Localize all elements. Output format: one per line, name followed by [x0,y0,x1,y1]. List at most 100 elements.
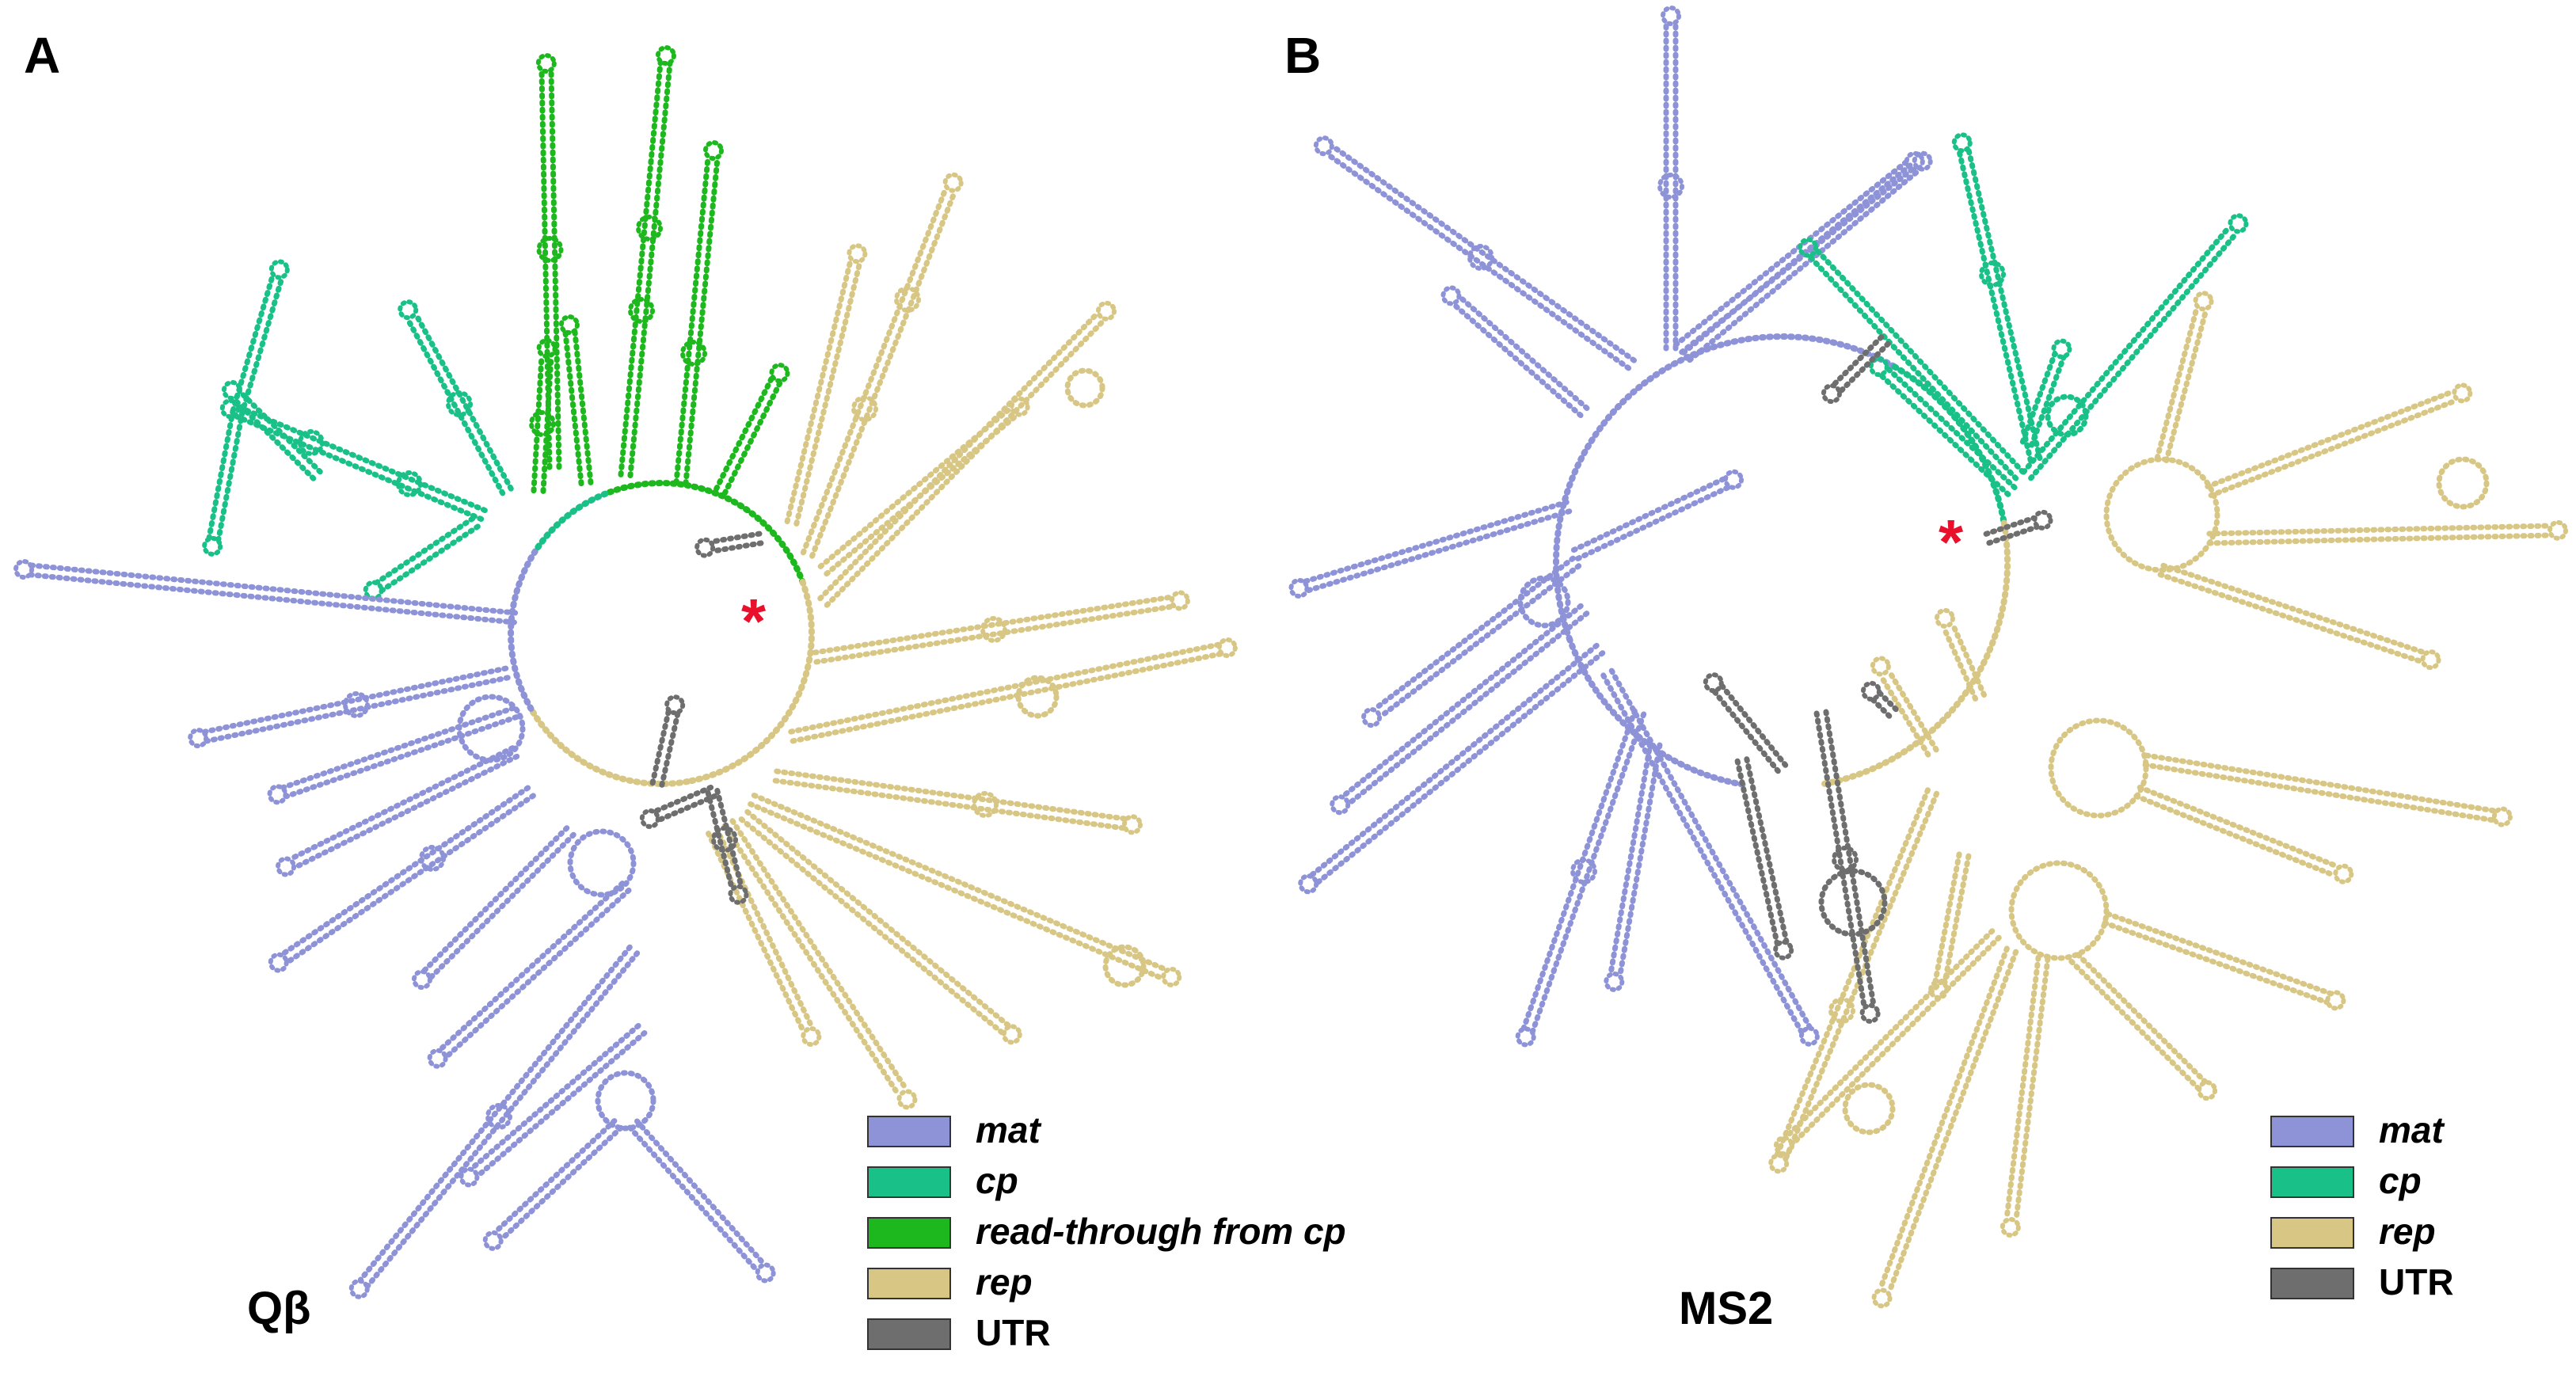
mat-internal-loop [1517,575,1571,629]
legend-label-rep: rep [976,1261,1033,1303]
stem-loop [639,784,717,829]
stem-loop [13,559,519,626]
legend-label-cp: cp [976,1160,1018,1201]
rep-internal-loop-2 [1015,675,1060,719]
legend-item-utr: UTR [867,1312,1051,1353]
rep-side-loop [2436,456,2490,510]
mat-internal-loop [456,694,526,763]
stem-loop [221,379,323,481]
stem-loop [1860,680,1899,719]
stem-loop [817,300,1117,608]
stem-loop [2205,382,2473,499]
stem-loop [2000,954,2051,1238]
legend-swatch-utr [867,1318,951,1350]
rep-multiloop-3 [2008,860,2110,961]
stem-loop [1868,356,2018,497]
stem-loop [558,314,594,487]
legend-item-readthrough: read-through from cp [867,1211,1346,1252]
stem-loop [2142,752,2513,827]
stem-loop [1870,656,1939,758]
stem-loop [1871,945,2019,1309]
mat-internal-loop-3 [595,1070,656,1131]
stem-loop [2154,291,2214,464]
stem-loop [411,825,576,991]
central-ring-cp [1891,363,2007,527]
legend-swatch-mat [867,1116,951,1147]
stem-loop [627,1118,776,1284]
stem-loop [1821,334,1891,405]
stem-loop [219,398,488,523]
central-ring-rep [1817,519,2011,788]
stem-loop [459,1022,648,1188]
stem-loop [2020,213,2249,481]
stem-loop [276,745,520,877]
stem-loop [268,785,536,973]
stem-loop [398,299,514,496]
legend-item-mat: mat [867,1109,1041,1151]
legend-label-mat: mat [976,1109,1041,1151]
stem-loop [1298,642,1606,895]
stem-loop [2102,911,2346,1011]
stem-loop [1734,756,1794,960]
stem-loop [1813,709,1881,1024]
panel-a-start-marker: * [741,586,767,656]
stem-loop [2133,784,2354,884]
legend-item-rep: rep [867,1261,1033,1303]
stem-loop [1440,285,1590,419]
legend-swatch-mat [2270,1116,2354,1147]
cp-internal-loop [2045,394,2089,438]
stem-loop [1330,603,1590,816]
panel-a-virus-name: Qβ [247,1283,311,1334]
legend-swatch-rep [2270,1217,2354,1249]
central-ring-mat [508,544,542,712]
legend-swatch-utr [2270,1268,2354,1299]
stem-loop [1798,237,2026,481]
stem-loop [649,694,686,788]
legend-item-cp: cp [867,1160,1018,1201]
central-ring-cp [535,489,613,550]
stem-loop [427,880,632,1069]
stem-loop [1934,607,1987,702]
rep-internal-loop [1842,1082,1896,1135]
stem-loop [482,1118,624,1251]
stem-loop [1951,132,2043,463]
stem-loop [1657,6,1684,352]
stem-loop [784,243,868,527]
stem-loop [2206,519,2568,546]
stem-loop [1768,787,1940,1174]
legend-label-utr: UTR [2379,1261,2454,1303]
panel-b-virus-name: MS2 [1679,1283,1773,1334]
utr-internal-loop [1818,868,1888,938]
stem-loop [363,515,481,601]
stem-loop [812,590,1190,665]
legend-item-rep: rep [2270,1211,2436,1252]
stem-loop [713,363,790,496]
stem-loop [1361,555,1582,728]
stem-loop [2068,952,2218,1101]
legend-label-readthrough: read-through from cp [976,1211,1346,1252]
stem-loop [230,259,290,416]
legend-label-utr: UTR [976,1312,1051,1353]
rep-internal-loop-3 [1102,944,1147,988]
rep-multiloop-2 [2048,717,2149,819]
stem-loop [1313,135,1637,371]
stem-loop [788,637,1238,744]
legend-swatch-cp [2270,1166,2354,1198]
central-ring-mat [1553,333,1898,643]
legend-item-utr: UTR [2270,1261,2454,1303]
stem-loop [721,818,918,1110]
stem-loop [772,768,1143,835]
legend-item-cp: cp [2270,1160,2422,1201]
legend-swatch-rep [867,1268,951,1299]
stem-loop [705,788,749,905]
stem-loop [800,172,964,559]
stem-loop [1928,851,1972,1000]
stem-loop [1515,708,1647,1048]
mat-internal-loop-2 [567,828,637,898]
stem-loop [348,944,641,1299]
stem-loop [188,665,511,749]
